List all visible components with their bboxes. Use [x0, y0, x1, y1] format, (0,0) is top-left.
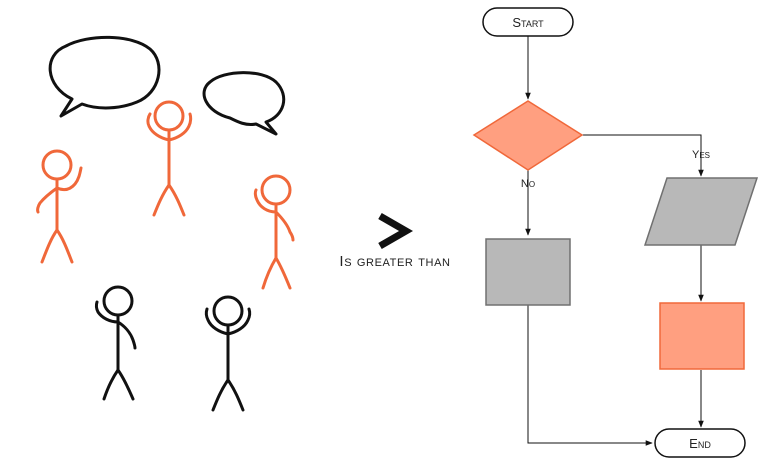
black-person-right	[204, 295, 252, 412]
no-label: No	[521, 178, 535, 190]
io-parallelogram	[643, 177, 759, 246]
connector-decision-yes	[582, 134, 704, 177]
flowchart: Start Yes No End	[472, 7, 759, 458]
orange-person-middle	[146, 100, 193, 217]
people-illustration	[36, 35, 295, 412]
orange-person-left	[36, 149, 83, 264]
start-label: Start	[512, 15, 544, 30]
speech-bubble-small	[202, 71, 286, 136]
comparison-caption: Is greater than	[339, 253, 451, 270]
connector-gray-box-to-end	[527, 305, 653, 446]
gray-process-box	[485, 238, 571, 306]
speech-bubble-large	[48, 35, 161, 118]
start-terminator	[482, 7, 574, 37]
greater-than-symbol	[378, 212, 414, 250]
orange-process-box	[659, 302, 745, 370]
decision-diamond	[472, 100, 584, 171]
yes-label: Yes	[692, 149, 710, 161]
black-person-left	[94, 285, 137, 401]
end-terminator	[654, 428, 746, 458]
end-label: End	[689, 436, 711, 451]
orange-person-right	[253, 174, 295, 290]
